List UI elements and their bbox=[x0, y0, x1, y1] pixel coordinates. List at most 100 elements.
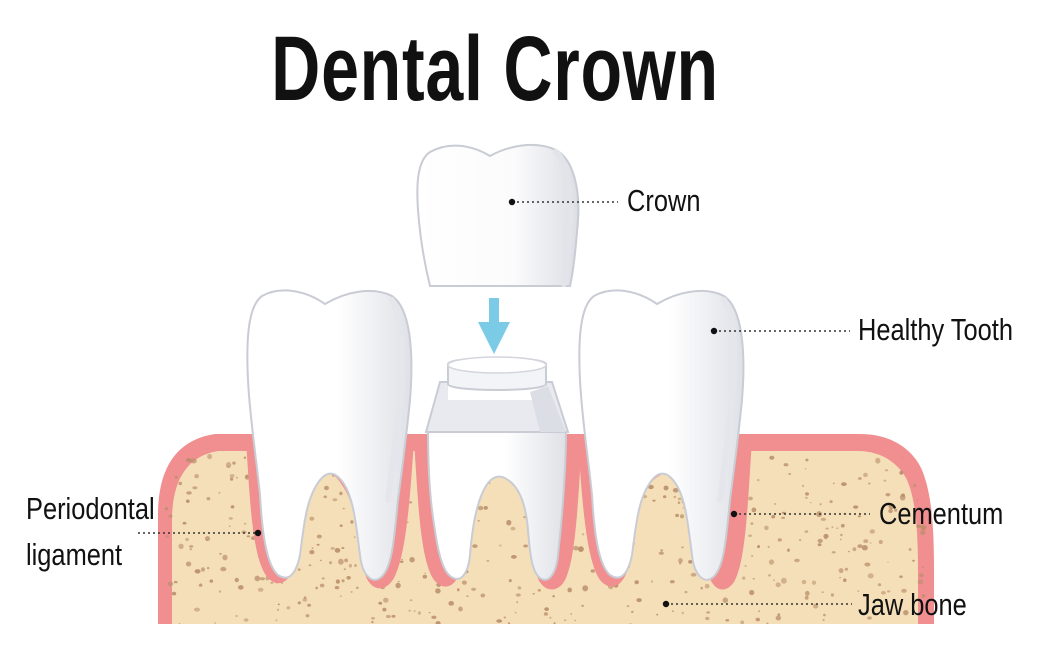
bone-speckle bbox=[254, 575, 261, 582]
bone-speckle bbox=[257, 587, 264, 592]
bone-speckle bbox=[378, 601, 383, 605]
bone-speckle bbox=[764, 525, 769, 531]
bone-speckle bbox=[880, 591, 886, 595]
bone-speckle bbox=[182, 521, 187, 525]
bone-speckle bbox=[194, 569, 201, 574]
bone-speckle bbox=[316, 534, 322, 539]
bone-speckle bbox=[228, 517, 233, 520]
bone-speckle bbox=[663, 495, 667, 499]
bone-speckle bbox=[230, 477, 234, 481]
bone-speckle bbox=[671, 610, 674, 612]
bone-speckle bbox=[246, 535, 251, 538]
bone-speckle bbox=[222, 554, 228, 561]
bone-speckle bbox=[658, 551, 664, 555]
bone-speckle bbox=[863, 539, 869, 543]
bone-speckle bbox=[829, 500, 833, 503]
bone-speckle bbox=[678, 562, 682, 565]
bone-speckle bbox=[355, 586, 359, 589]
bone-speckle bbox=[883, 479, 887, 482]
bone-speckle bbox=[309, 516, 315, 521]
bone-speckle bbox=[819, 503, 822, 506]
bone-speckle bbox=[338, 558, 344, 565]
bone-speckle bbox=[794, 558, 800, 563]
bone-speckle bbox=[218, 491, 221, 494]
bone-speckle bbox=[544, 607, 549, 611]
bone-speckle bbox=[773, 503, 777, 505]
bone-speckle bbox=[912, 483, 917, 488]
bone-speckle bbox=[749, 589, 755, 596]
bone-speckle bbox=[920, 525, 927, 531]
bone-speckle bbox=[680, 514, 684, 519]
bone-speckle bbox=[777, 613, 781, 617]
bone-speckle bbox=[858, 477, 862, 480]
bone-speckle bbox=[428, 612, 431, 614]
bone-speckle bbox=[408, 609, 411, 612]
bone-speckle bbox=[677, 501, 681, 505]
bone-speckle bbox=[324, 485, 329, 491]
bone-speckle bbox=[543, 612, 549, 616]
bone-speckle bbox=[552, 595, 555, 598]
bone-speckle bbox=[831, 526, 834, 529]
bone-speckle bbox=[178, 481, 182, 486]
bone-speckle bbox=[582, 585, 589, 592]
bone-speckle bbox=[824, 537, 827, 540]
bone-speckle bbox=[511, 555, 517, 559]
bone-speckle bbox=[435, 621, 441, 624]
crown-label: Crown bbox=[627, 183, 701, 218]
bone-speckle bbox=[185, 537, 189, 542]
bone-speckle bbox=[165, 535, 169, 538]
bone-speckle bbox=[236, 476, 238, 479]
bone-speckle bbox=[801, 579, 807, 585]
bone-speckle bbox=[167, 581, 174, 587]
bone-speckle bbox=[277, 603, 280, 606]
left-healthy-tooth bbox=[246, 289, 413, 581]
bone-speckle bbox=[353, 536, 356, 538]
bone-speckle bbox=[840, 523, 845, 528]
bone-speckle bbox=[339, 595, 342, 597]
bone-speckle bbox=[570, 613, 572, 615]
bone-speckle bbox=[503, 616, 506, 619]
bone-speckle bbox=[868, 482, 871, 485]
bone-speckle bbox=[801, 484, 805, 488]
bone-speckle bbox=[841, 482, 847, 486]
bone-speckle bbox=[839, 538, 842, 541]
bone-speckle bbox=[706, 611, 711, 614]
bone-speckle bbox=[869, 529, 875, 534]
bone-speckle bbox=[578, 546, 584, 552]
bone-speckle bbox=[478, 505, 484, 511]
bone-speckle bbox=[168, 514, 173, 518]
bone-speckle bbox=[323, 495, 327, 499]
bone-speckle bbox=[417, 611, 421, 615]
bone-speckle bbox=[461, 580, 467, 585]
bone-speckle bbox=[207, 566, 210, 570]
bone-speckle bbox=[382, 607, 387, 612]
bone-speckle bbox=[660, 549, 664, 552]
bone-speckle bbox=[888, 508, 893, 514]
bone-speckle bbox=[232, 461, 236, 465]
bone-speckle bbox=[903, 610, 909, 616]
cementum-label: Cementum bbox=[879, 496, 1004, 531]
bone-speckle bbox=[574, 619, 577, 622]
diagram-title: Dental Crown bbox=[271, 18, 719, 120]
bone-speckle bbox=[276, 608, 280, 612]
bone-speckle bbox=[838, 568, 844, 574]
bone-speckle bbox=[245, 474, 250, 478]
bone-speckle bbox=[194, 474, 199, 479]
bone-speckle bbox=[335, 579, 340, 584]
bone-speckle bbox=[401, 558, 403, 561]
bone-speckle bbox=[690, 572, 697, 577]
bone-speckle bbox=[823, 533, 829, 539]
bone-speckle bbox=[799, 539, 802, 542]
bone-speckle bbox=[899, 494, 906, 501]
bone-speckle bbox=[748, 534, 752, 537]
bone-speckle bbox=[334, 586, 340, 590]
bone-speckle bbox=[833, 482, 835, 485]
bone-speckle bbox=[805, 496, 808, 499]
bone-speckle bbox=[752, 577, 756, 580]
bone-speckle bbox=[867, 616, 872, 620]
bone-speckle bbox=[831, 551, 836, 554]
bone-speckle bbox=[241, 530, 247, 534]
bone-speckle bbox=[836, 527, 839, 529]
bone-speckle bbox=[563, 619, 567, 622]
bone-speckle bbox=[766, 622, 769, 624]
